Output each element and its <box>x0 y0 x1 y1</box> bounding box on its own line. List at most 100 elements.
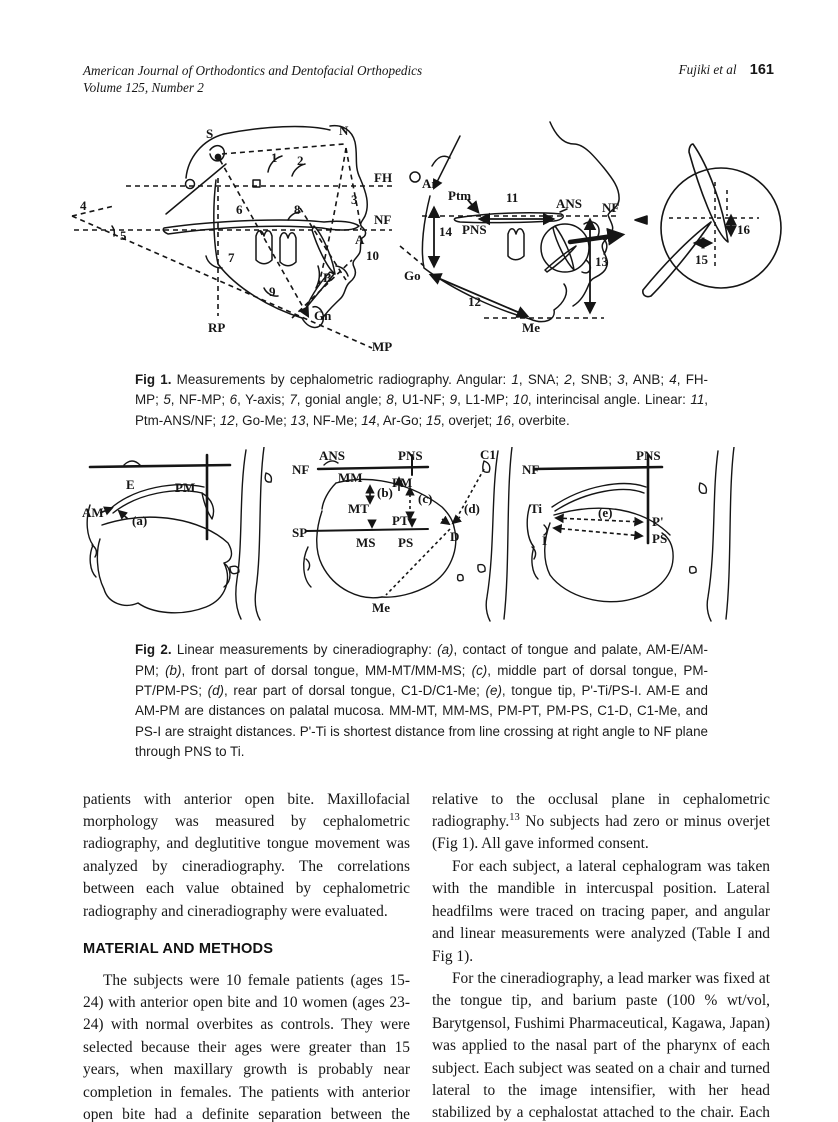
paragraph: patients with anterior open bite. Maxill… <box>83 790 410 920</box>
label-point-b: B <box>323 270 332 285</box>
skull-outline <box>111 124 368 329</box>
label-overjet-15: 15 <box>695 252 709 267</box>
body-text: patients with anterior open bite. Maxill… <box>83 789 770 1122</box>
fig1-cephalometric-angular-drawing: S N FH NF RP MP A B Gn 1 2 3 4 5 6 7 8 9… <box>71 123 392 354</box>
label-ps: PS <box>652 531 667 546</box>
tongue-tip-arrows <box>552 513 644 541</box>
label-measure-d: (d) <box>464 501 480 516</box>
label-rp-plane: RP <box>208 320 225 335</box>
authors: Fujiki et al <box>678 62 737 77</box>
measurement-arrows <box>427 199 626 318</box>
label-articulare: Ar <box>422 176 437 191</box>
label-menton: Me <box>522 320 540 335</box>
label-angle-2: 2 <box>297 153 304 168</box>
label-angle-3: 3 <box>351 192 358 207</box>
label-gnathion: Gn <box>314 308 332 323</box>
label-angle-5: 5 <box>120 228 127 243</box>
label-measure-b: (b) <box>377 485 393 500</box>
label-measure-c: (c) <box>418 491 432 506</box>
label-ptm: Ptm <box>448 188 471 203</box>
figure-1-caption: Fig 1. Measurements by cephalometric rad… <box>135 372 709 428</box>
label-pm: PM <box>175 480 195 495</box>
label-pns: PNS <box>636 448 661 463</box>
fig2-tongue-tip-drawing: NF PNS Ti I (e) P' PS <box>522 447 735 622</box>
measurement-lines <box>365 468 485 596</box>
label-angle-6: 6 <box>236 202 243 217</box>
label-fh-plane: FH <box>374 170 392 185</box>
label-linear-13: 13 <box>595 254 609 269</box>
fig1-cephalometric-linear-drawing: Ar Ptm PNS ANS NF Go Me 11 12 13 14 <box>399 121 626 335</box>
label-mt: MT <box>348 501 369 516</box>
label-overbite-16: 16 <box>737 222 751 237</box>
fig1-panel1-labels: S N FH NF RP MP A B Gn 1 2 3 4 5 6 7 8 9… <box>80 123 392 354</box>
jaw-outline <box>409 121 620 323</box>
fig2-panel1-labels: AM E PM (a) <box>82 477 195 528</box>
journal-info: American Journal of Orthodontics and Den… <box>83 62 422 96</box>
incisor-outline <box>634 143 782 298</box>
journal-volume: Volume 125, Number 2 <box>83 80 204 95</box>
tracing-outline <box>86 447 273 621</box>
label-nf-plane: NF <box>602 200 619 215</box>
label-linear-11: 11 <box>506 190 518 205</box>
fig2-panel3-labels: NF PNS Ti I (e) P' PS <box>522 448 667 548</box>
fig1-panel3-labels: 16 15 <box>695 222 751 267</box>
label-angle-10: 10 <box>366 248 379 263</box>
label-measure-a: (a) <box>132 513 147 528</box>
label-sella: S <box>206 126 213 141</box>
label-angle-4: 4 <box>80 198 87 213</box>
journal-title: American Journal of Orthodontics and Den… <box>83 63 423 78</box>
label-p-prime: P' <box>652 514 664 529</box>
tracing-outline <box>526 447 735 622</box>
page-number: 161 <box>749 62 774 78</box>
paragraph: For each subject, a lateral cephalogram … <box>432 857 770 965</box>
label-mp-plane: MP <box>372 339 392 354</box>
running-head: Fujiki et al 161 <box>679 62 774 78</box>
label-e: E <box>126 477 135 492</box>
label-nf-plane: NF <box>374 212 391 227</box>
fig1-incisor-closeup-drawing: 16 15 <box>634 143 782 298</box>
label-ti: Ti <box>530 501 542 516</box>
label-d-point: D <box>450 529 459 544</box>
right-column: relative to the occlusal plane in cephal… <box>432 789 770 1122</box>
label-measure-e: (e) <box>598 505 612 520</box>
crosshair-dashed <box>669 182 759 268</box>
reference-planes-dashed <box>71 143 392 349</box>
label-i-point: I <box>542 533 547 548</box>
figure-2: AM E PM (a) <box>80 447 838 627</box>
label-angle-1: 1 <box>271 150 278 165</box>
label-angle-8: 8 <box>294 202 301 217</box>
label-nf: NF <box>292 462 309 477</box>
fig2-tongue-palate-contact-drawing: AM E PM (a) <box>82 447 273 621</box>
label-pm: PM <box>392 475 412 490</box>
paragraph: For the cineradiography, a lead marker w… <box>432 969 770 1122</box>
fig2-panel2-labels: NF ANS MM PNS C1 PM (b) (c) (d) MT PT SP… <box>292 447 496 615</box>
label-angle-7: 7 <box>228 250 235 265</box>
contact-arrows <box>99 506 129 520</box>
reference-lines-dashed <box>399 215 620 319</box>
label-c1: C1 <box>480 447 496 462</box>
overjet-overbite-arrows <box>692 213 737 249</box>
fig1-panel2-labels: Ar Ptm PNS ANS NF Go Me 11 12 13 14 <box>404 176 619 335</box>
label-angle-9: 9 <box>269 284 276 299</box>
label-linear-12: 12 <box>468 294 481 309</box>
label-pt: PT <box>392 513 409 528</box>
label-pns: PNS <box>462 222 487 237</box>
label-point-a: A <box>355 232 365 247</box>
label-gonion: Go <box>404 268 421 283</box>
figure-2-caption: Fig 2. Linear measurements by cineradiog… <box>135 642 708 760</box>
label-nasion: N <box>339 123 349 138</box>
label-ans: ANS <box>556 196 582 211</box>
fig2-dorsal-tongue-drawing: NF ANS MM PNS C1 PM (b) (c) (d) MT PT SP… <box>292 447 513 622</box>
label-mm: MM <box>338 470 363 485</box>
paragraph: The subjects were 10 female patients (ag… <box>83 971 410 1122</box>
section-heading-material-and-methods: MATERIAL AND METHODS <box>83 941 274 958</box>
tracing-outline <box>303 447 513 622</box>
figure-1: S N FH NF RP MP A B Gn 1 2 3 4 5 6 7 8 9… <box>68 120 838 360</box>
label-ps: PS <box>398 535 413 550</box>
label-ms: MS <box>356 535 376 550</box>
left-column: patients with anterior open bite. Maxill… <box>83 789 410 1122</box>
paragraph: relative to the occlusal plane in cephal… <box>432 790 770 853</box>
label-linear-14: 14 <box>439 224 453 239</box>
label-pns: PNS <box>398 448 423 463</box>
